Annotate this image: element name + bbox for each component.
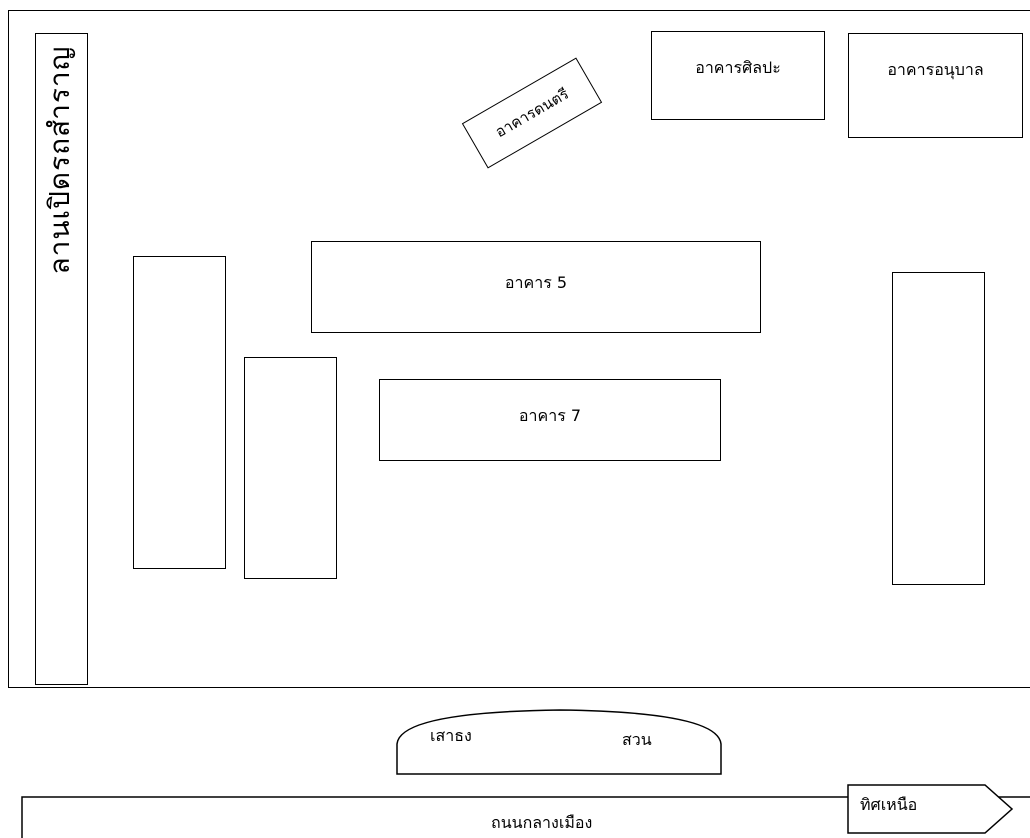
art-building-label: อาคารศิลปะ bbox=[695, 57, 781, 77]
flagpole-label: เสาธง bbox=[430, 726, 472, 745]
north-label: ทิศเหนือ bbox=[860, 795, 918, 814]
art-building: อาคารศิลปะ bbox=[651, 31, 825, 120]
road-label: ถนนกลางเมือง bbox=[491, 813, 593, 832]
garden-label: สวน bbox=[622, 730, 652, 749]
building-left-2 bbox=[244, 357, 337, 579]
building-left-1 bbox=[133, 256, 226, 569]
building-5-label: อาคาร 5 bbox=[504, 273, 568, 292]
building-7-label: อาคาร 7 bbox=[518, 406, 582, 425]
building-5: อาคาร 5 bbox=[311, 241, 761, 333]
building-right bbox=[892, 272, 985, 585]
parking-strip bbox=[35, 33, 88, 685]
kindergarten-building: อาคารอนุบาล bbox=[848, 33, 1023, 138]
kindergarten-building-label: อาคารอนุบาล bbox=[887, 59, 984, 79]
building-7: อาคาร 7 bbox=[379, 379, 721, 461]
